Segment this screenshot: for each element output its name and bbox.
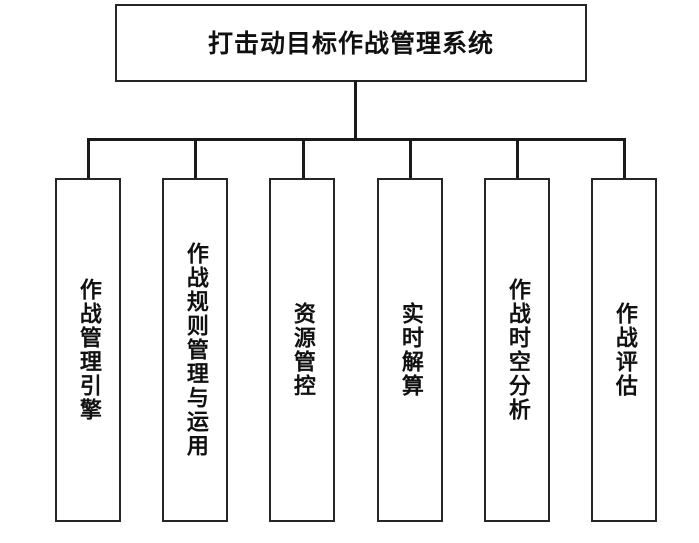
connector-drop-6 [623,138,626,179]
connector-drop-2 [194,138,197,179]
child-node-2[interactable]: 作战规则管理与运用 [162,178,228,522]
root-node-label: 打击动目标作战管理系统 [207,28,494,58]
child-node-1[interactable]: 作战管理引擎 [55,178,121,522]
connector-drop-1 [87,138,90,179]
child-node-1-label: 作战管理引擎 [75,278,101,422]
connector-drop-4 [409,138,412,179]
child-node-2-label: 作战规则管理与运用 [182,242,208,458]
child-node-4-label: 实时解算 [397,302,423,398]
connector-drop-5 [516,138,519,179]
child-node-4[interactable]: 实时解算 [377,178,443,522]
connector-drop-3 [302,138,305,179]
connector-horizontal-bus [87,138,625,141]
connector-root-stem [354,80,357,140]
child-node-3[interactable]: 资源管控 [269,178,335,522]
child-node-5-label: 作战时空分析 [504,278,530,422]
child-node-6-label: 作战评估 [611,302,637,398]
child-node-5[interactable]: 作战时空分析 [484,178,550,522]
root-node[interactable]: 打击动目标作战管理系统 [115,4,587,82]
child-node-3-label: 资源管控 [289,302,315,398]
child-node-6[interactable]: 作战评估 [591,178,657,522]
